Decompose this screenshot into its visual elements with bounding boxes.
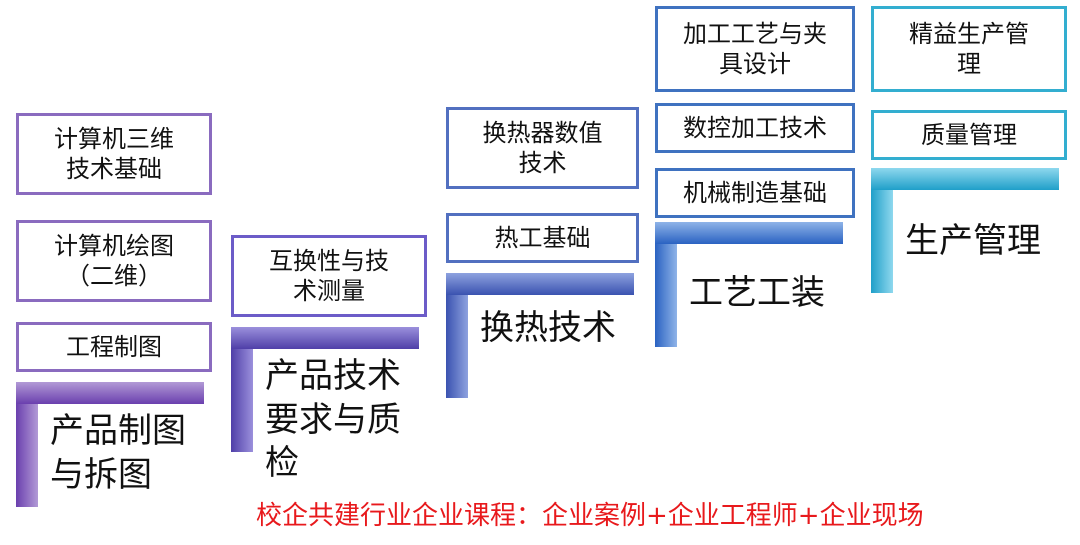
course-box-manufacturing: 机械制造基础 — [655, 168, 855, 218]
stage-step-production: 生产管理 — [871, 168, 1059, 293]
step-horizontal-bar — [231, 327, 419, 349]
course-line: 精益生产管 — [909, 20, 1029, 48]
step-vertical-bar — [446, 273, 468, 398]
course-box-engineering-drawing: 工程制图 — [16, 322, 212, 372]
stage-label: 工艺工装 — [689, 273, 825, 313]
stage-label: 换热技术 — [480, 308, 616, 348]
stage-label: 生产管理 — [905, 221, 1041, 261]
course-box-3d-basics: 计算机三维技术基础 — [16, 113, 212, 195]
stage-label: 产品制图与拆图 — [50, 411, 186, 495]
step-horizontal-bar — [446, 273, 634, 295]
step-vertical-bar — [16, 382, 38, 507]
course-line: 质量管理 — [921, 121, 1017, 149]
course-line: 热工基础 — [494, 224, 591, 252]
course-box-tolerance: 互换性与技术测量 — [231, 235, 427, 317]
stage-step-heat: 换热技术 — [446, 273, 634, 398]
step-vertical-bar — [231, 327, 253, 452]
course-line: 工程制图 — [66, 333, 162, 361]
course-line: 换热器数值 — [482, 119, 603, 147]
course-box-lean-production: 精益生产管理 — [871, 6, 1067, 92]
course-box-heat-exchanger: 换热器数值技术 — [446, 107, 639, 189]
course-line: 技术 — [518, 149, 567, 177]
stage-step-quality: 产品技术要求与质检 — [231, 327, 419, 483]
course-box-quality-management: 质量管理 — [871, 110, 1067, 160]
step-vertical-bar — [871, 168, 893, 293]
course-box-thermal-basics: 热工基础 — [446, 213, 639, 263]
course-line: 计算机绘图 — [54, 232, 174, 260]
course-box-cnc: 数控加工技术 — [655, 103, 855, 153]
course-line: 理 — [957, 50, 981, 78]
step-horizontal-bar — [655, 222, 843, 244]
course-line: 术测量 — [293, 277, 365, 305]
course-box-process-fixture: 加工工艺与夹具设计 — [655, 6, 855, 92]
course-line: 互换性与技 — [269, 247, 389, 275]
course-line: （二维） — [66, 262, 162, 290]
course-line: 具设计 — [719, 50, 791, 78]
step-vertical-bar — [655, 222, 677, 347]
course-line: 数控加工技术 — [683, 114, 827, 142]
course-line: 加工工艺与夹 — [683, 20, 827, 48]
course-line: 机械制造基础 — [683, 179, 827, 207]
course-box-2d-drawing: 计算机绘图（二维） — [16, 220, 212, 302]
step-horizontal-bar — [16, 382, 204, 404]
stage-step-process: 工艺工装 — [655, 222, 843, 347]
step-horizontal-bar — [871, 168, 1059, 190]
stage-label: 产品技术要求与质检 — [265, 356, 401, 484]
course-line: 计算机三维 — [54, 125, 174, 153]
footer-note: 校企共建行业企业课程：企业案例+企业工程师+企业现场 — [256, 501, 924, 531]
stage-step-drawing: 产品制图与拆图 — [16, 382, 204, 507]
course-line: 技术基础 — [66, 155, 162, 183]
